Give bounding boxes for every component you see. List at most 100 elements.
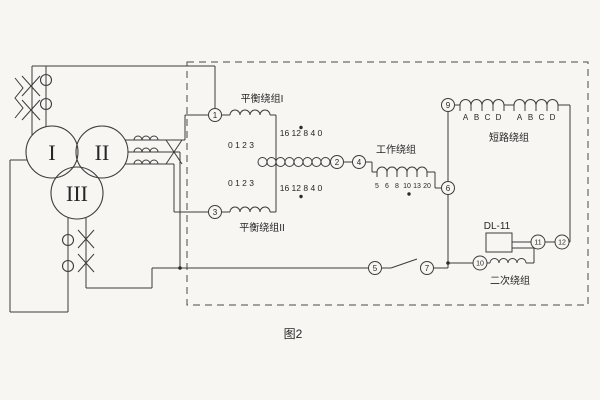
terminal-10: 10: [472, 255, 488, 271]
junction-dot-icon: [178, 266, 182, 270]
junction-dot-icon: [446, 261, 450, 265]
short-tap: D: [550, 113, 556, 122]
balance-1-upper-taps: 16 12 8 4 0: [280, 128, 323, 138]
ct-top-zigzag-icon: [14, 77, 24, 119]
ct-bottom-coil-icon: [61, 233, 75, 247]
terminal-5-number: 5: [373, 264, 378, 273]
working-tap: 6: [385, 183, 389, 190]
terminal-9-circle: [441, 98, 455, 112]
terminal-4-number: 4: [357, 158, 362, 167]
short-circuit-coil-2-icon: [513, 99, 559, 106]
terminal-2-circle: [330, 155, 344, 169]
terminal-12-number: 12: [558, 240, 566, 247]
terminal-1-number: 1: [213, 111, 218, 120]
ct-right-cross-icon: [165, 139, 183, 165]
terminal-7-number: 7: [425, 264, 430, 273]
working-winding-coil-icon: [376, 166, 428, 173]
ct-top-cross-icon: [21, 75, 41, 121]
working-tap: 8: [395, 183, 399, 190]
balance-winding-1-coil-icon: [229, 109, 271, 116]
winding-3-label: III: [66, 181, 88, 206]
balance-2-lower-taps: 16 12 8 4 0: [280, 183, 323, 193]
ct-bottom-cross-icon: [77, 229, 95, 273]
working-winding-tap-ticks: [376, 172, 428, 177]
working-winding-label: 工作绕组: [376, 143, 416, 156]
ct-top-wires: [31, 65, 216, 135]
secondary-winding-coil-icon: [489, 258, 527, 264]
short-circuit-coil-1-icon: [459, 99, 505, 106]
short-tap: B: [528, 113, 533, 122]
ct-group-top: [14, 65, 216, 135]
terminal-6: 6: [441, 181, 455, 195]
ct-group-bottom: [9, 159, 369, 313]
terminal-10-number: 10: [476, 261, 484, 268]
winding-1-circle: [25, 125, 79, 179]
short-tap: B: [474, 113, 479, 122]
terminal-5: 5: [368, 261, 382, 275]
ct-right-coil-icon: [133, 135, 159, 141]
terminal-3-number: 3: [213, 208, 218, 217]
polarity-dot-icon: [299, 194, 303, 199]
terminal-7-circle: [420, 261, 434, 275]
working-tap: 20: [423, 183, 431, 190]
winding-2-label: II: [95, 140, 110, 165]
tapped-winding-coil-lower-icon: [257, 161, 331, 167]
balance-winding-1: 平衡绕组I 16 12 8 4 0 0 1 2 3: [228, 92, 323, 150]
relay-dashed-boundary: [186, 61, 589, 306]
terminal-2: 2: [330, 155, 344, 169]
secondary-winding-label: 二次绕组: [490, 274, 530, 287]
terminal-6-circle: [441, 181, 455, 195]
terminal-7: 7: [420, 261, 434, 275]
short-tap: D: [496, 113, 502, 122]
short-circuit-tap-ticks: [459, 105, 559, 111]
terminal-12-circle: [554, 234, 570, 250]
ct-right-coil-icon: [133, 147, 159, 153]
terminal-11: 11: [530, 234, 546, 250]
balance-winding-1-label: 平衡绕组I: [241, 92, 284, 105]
short-circuit-winding: A B C D A B C D 短路绕组: [459, 99, 559, 144]
ct-bottom-coil-icon: [61, 259, 75, 273]
ct-right-wires: [125, 114, 209, 268]
figure-caption: 图2: [284, 327, 303, 341]
transformer-unit: I II III: [25, 125, 129, 220]
working-winding: 工作绕组 5 6 8 10 13 20: [375, 143, 431, 196]
output-relay: DL-11 二次绕组: [484, 221, 530, 287]
winding-1-label: I: [48, 140, 55, 165]
terminal-4-circle: [352, 155, 366, 169]
short-tap: C: [539, 113, 545, 122]
terminal-9-number: 9: [446, 101, 451, 110]
polarity-dot-icon: [407, 192, 411, 196]
ct-top-coil-icon: [39, 73, 53, 87]
terminal-11-circle: [530, 234, 546, 250]
terminal-11-number: 11: [534, 240, 541, 247]
balance-winding-2-coil-icon: [229, 206, 271, 213]
terminal-9: 9: [441, 98, 455, 112]
switch-blade-icon: [390, 258, 418, 269]
ct-bottom-wires: [9, 159, 369, 313]
balance-winding-2-label: 平衡绕组II: [239, 221, 285, 234]
balance-2-upper-taps: 0 1 2 3: [228, 178, 254, 188]
balance-1-lower-taps: 0 1 2 3: [228, 140, 254, 150]
terminal-3-circle: [208, 205, 222, 219]
working-tap: 10: [403, 183, 411, 190]
tapped-winding-coil-upper-icon: [257, 157, 331, 163]
short-tap: A: [517, 113, 523, 122]
terminal-12: 12: [554, 234, 570, 250]
terminal-6-number: 6: [446, 184, 451, 193]
terminal-2-number: 2: [335, 158, 340, 167]
ct-right-coil-icon: [133, 159, 159, 165]
working-tap: 5: [375, 183, 379, 190]
ct-top-coil-icon: [39, 97, 53, 111]
short-tap: C: [485, 113, 491, 122]
terminal-1: 1: [208, 108, 222, 122]
tapped-winding: [257, 157, 331, 167]
relay-contact-box: [485, 232, 513, 253]
relay-model-label: DL-11: [484, 221, 511, 232]
short-tap: A: [463, 113, 469, 122]
terminal-5-circle: [368, 261, 382, 275]
working-tap: 13: [413, 183, 421, 190]
polarity-dot-icon: [299, 125, 303, 130]
terminal-1-circle: [208, 108, 222, 122]
ct-group-right: [125, 114, 209, 268]
